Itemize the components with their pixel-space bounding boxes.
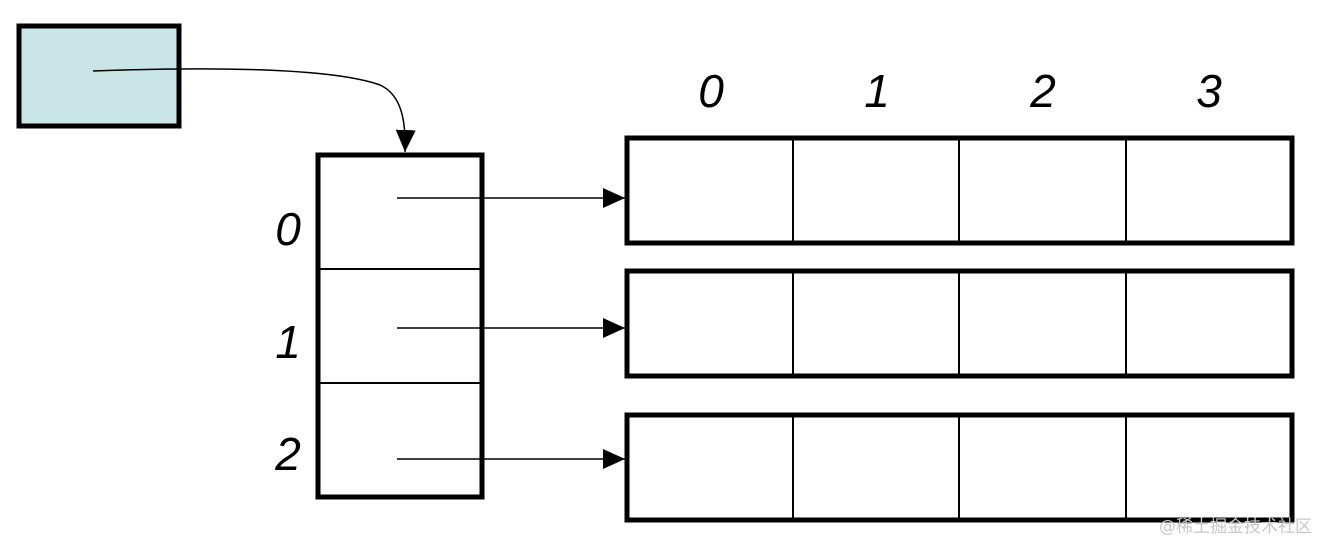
watermark-text: @稀土掘金技术社区 xyxy=(1159,517,1312,537)
row-pointer-array-frame xyxy=(315,152,485,500)
row-index-label: 1 xyxy=(275,316,301,368)
row-array-0 xyxy=(624,135,1295,246)
column-index-label: 2 xyxy=(1029,65,1056,117)
row-index-label: 0 xyxy=(275,203,301,255)
column-index-label: 3 xyxy=(1196,65,1222,117)
row-array-1 xyxy=(624,268,1295,379)
column-index-label: 0 xyxy=(698,65,724,117)
row-index-label: 2 xyxy=(274,428,301,480)
row-array-2 xyxy=(624,412,1295,523)
row-pointer-array xyxy=(315,152,485,500)
column-index-label: 1 xyxy=(864,65,890,117)
pointer-variable-box xyxy=(16,23,182,129)
pointer-to-row-array-arrow xyxy=(92,68,416,153)
